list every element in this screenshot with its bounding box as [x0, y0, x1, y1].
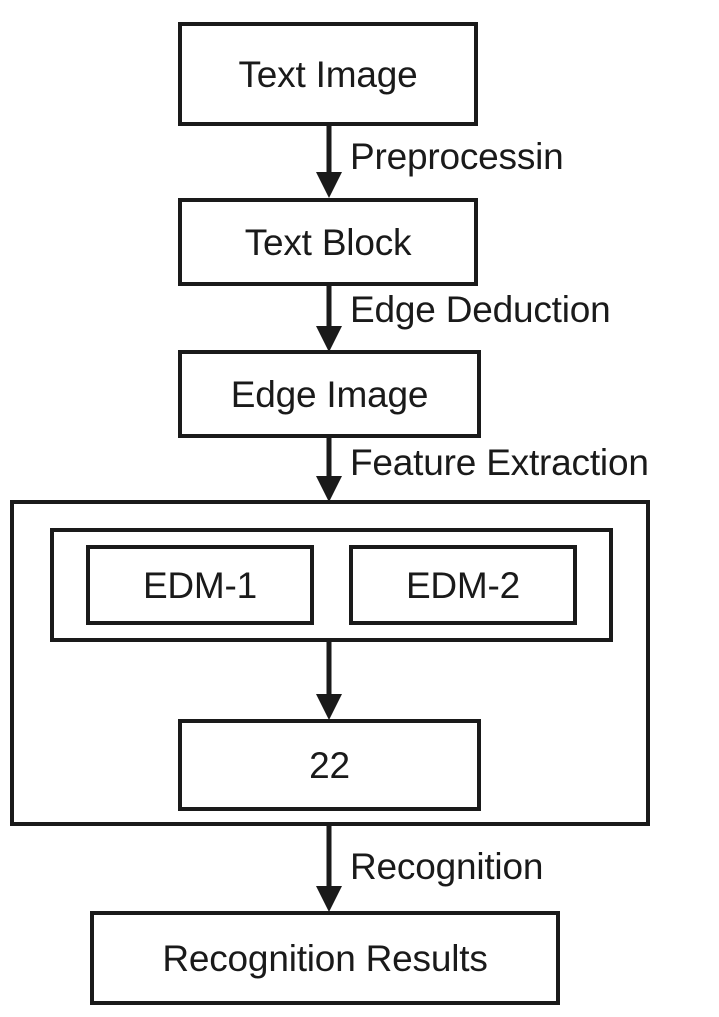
node-edm-2-label: EDM-2: [405, 564, 521, 606]
node-fusion-22[interactable]: 22: [178, 719, 481, 811]
edge-label-preprocessing: Preprocessin: [350, 138, 564, 175]
node-edge-image[interactable]: Edge Image: [178, 350, 481, 438]
node-edm-1-label: EDM-1: [142, 564, 258, 606]
node-text-block[interactable]: Text Block: [178, 198, 478, 286]
node-edm-2[interactable]: EDM-2: [349, 545, 577, 625]
node-edm-1[interactable]: EDM-1: [86, 545, 314, 625]
edge-label-edge-deduction: Edge Deduction: [350, 291, 611, 328]
edge-label-recognition-text: Recognition: [350, 846, 544, 887]
edge-label-edge-deduction-text: Edge Deduction: [350, 289, 611, 330]
node-edge-image-label: Edge Image: [230, 373, 429, 415]
node-text-block-label: Text Block: [244, 221, 412, 263]
arrow-text-image-to-text-block: [316, 124, 342, 198]
arrow-module-to-recognition-results: [316, 826, 342, 912]
node-text-image-label: Text Image: [238, 53, 418, 95]
node-fusion-22-label: 22: [309, 744, 350, 786]
node-recognition-results[interactable]: Recognition Results: [90, 911, 560, 1005]
edge-label-recognition: Recognition: [350, 848, 543, 885]
node-text-image[interactable]: Text Image: [178, 22, 478, 126]
arrow-edm-row-to-fusion: [316, 642, 342, 720]
edge-label-feature-extraction-text: Feature Extraction: [350, 442, 649, 483]
edge-label-feature-extraction: Feature Extraction: [350, 444, 649, 481]
node-recognition-results-label: Recognition Results: [162, 937, 488, 979]
arrow-text-block-to-edge-image: [316, 284, 342, 352]
edge-label-preprocessing-text: Preprocessin: [350, 136, 564, 177]
arrow-edge-image-to-feature-module: [316, 436, 342, 502]
